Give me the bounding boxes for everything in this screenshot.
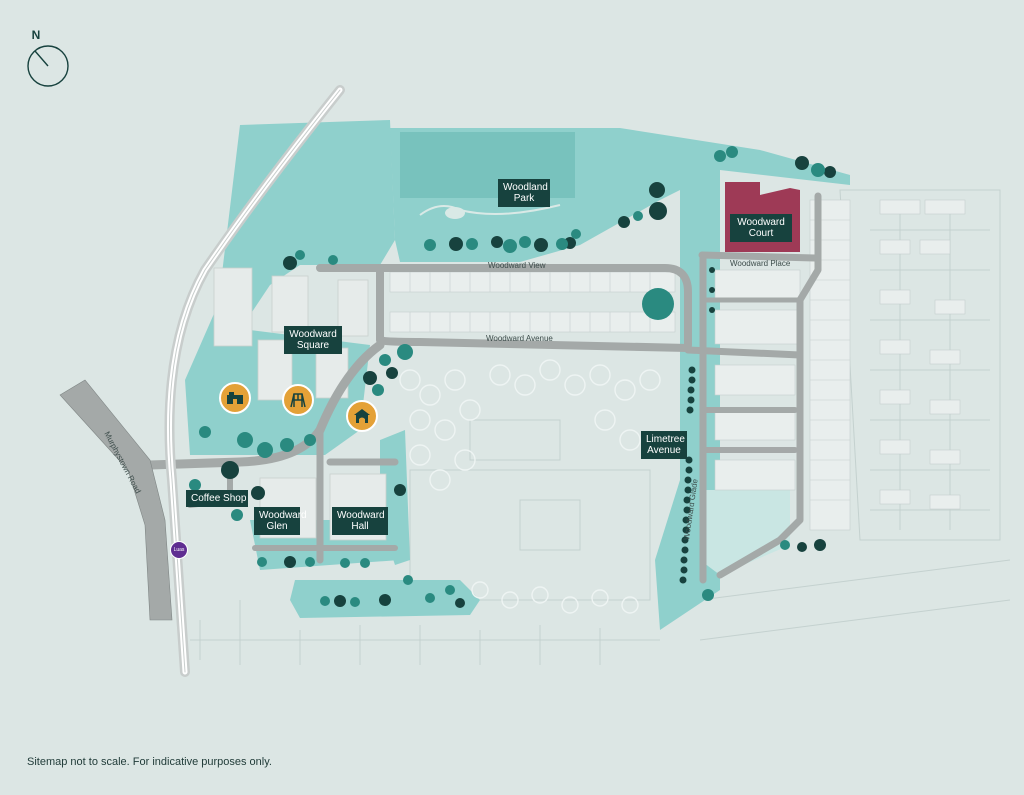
label-line: Woodward [737, 217, 785, 228]
disclaimer: Sitemap not to scale. For indicative pur… [27, 756, 272, 768]
surrounding-streets [190, 189, 1011, 665]
green-spaces [185, 120, 850, 630]
label-woodward-glen: Woodward Glen [254, 507, 307, 535]
amenity-building[interactable] [219, 382, 251, 414]
road-label-woodward-place: Woodward Place [730, 259, 791, 268]
label-limetree-avenue: Limetree Avenue [641, 431, 687, 459]
compass-icon [27, 45, 69, 87]
label-woodward-hall: Woodward Hall [332, 507, 388, 535]
trees-mid [189, 146, 825, 607]
label-line: Limetree [646, 434, 685, 445]
pavilion-icon [354, 409, 370, 423]
terraced-houses [389, 199, 851, 531]
label-woodward-square: Woodward Square [284, 326, 342, 354]
road-label-woodward-avenue: Woodward Avenue [486, 334, 553, 343]
internal-roads [145, 192, 822, 584]
terrace-dividers [409, 219, 850, 501]
label-line: Woodward [259, 510, 307, 521]
tree-row-limetree [679, 267, 715, 584]
amenity-pavilion[interactable] [346, 400, 378, 432]
terrace-blocks-right [879, 199, 966, 510]
outline-trees [399, 359, 661, 614]
compass-north-letter: N [31, 28, 41, 42]
murphystown-road [60, 380, 172, 620]
label-line: Woodward [289, 329, 337, 340]
label-line: Woodland [503, 182, 548, 193]
label-line: Woodward [337, 510, 385, 521]
label-line: Park [513, 193, 535, 204]
amenity-playground[interactable] [282, 384, 314, 416]
playground-icon [290, 393, 306, 408]
luas-stop-marker[interactable]: Luas [170, 541, 188, 559]
park-pond [445, 207, 465, 219]
label-line: Square [296, 340, 330, 351]
label-line: Court [748, 228, 774, 239]
luas-tram-line [164, 85, 345, 677]
label-line: Avenue [647, 445, 681, 456]
road-label-woodward-view: Woodward View [488, 261, 546, 270]
label-line: Glen [266, 521, 288, 532]
building-icon [227, 392, 243, 404]
label-coffee-shop: Coffee Shop [186, 490, 248, 507]
label-line: Hall [351, 521, 369, 532]
label-woodward-court: Woodward Court [730, 214, 792, 242]
compass: N [25, 28, 71, 88]
trees-dark [221, 156, 836, 608]
label-woodland-park: Woodland Park [498, 179, 550, 207]
